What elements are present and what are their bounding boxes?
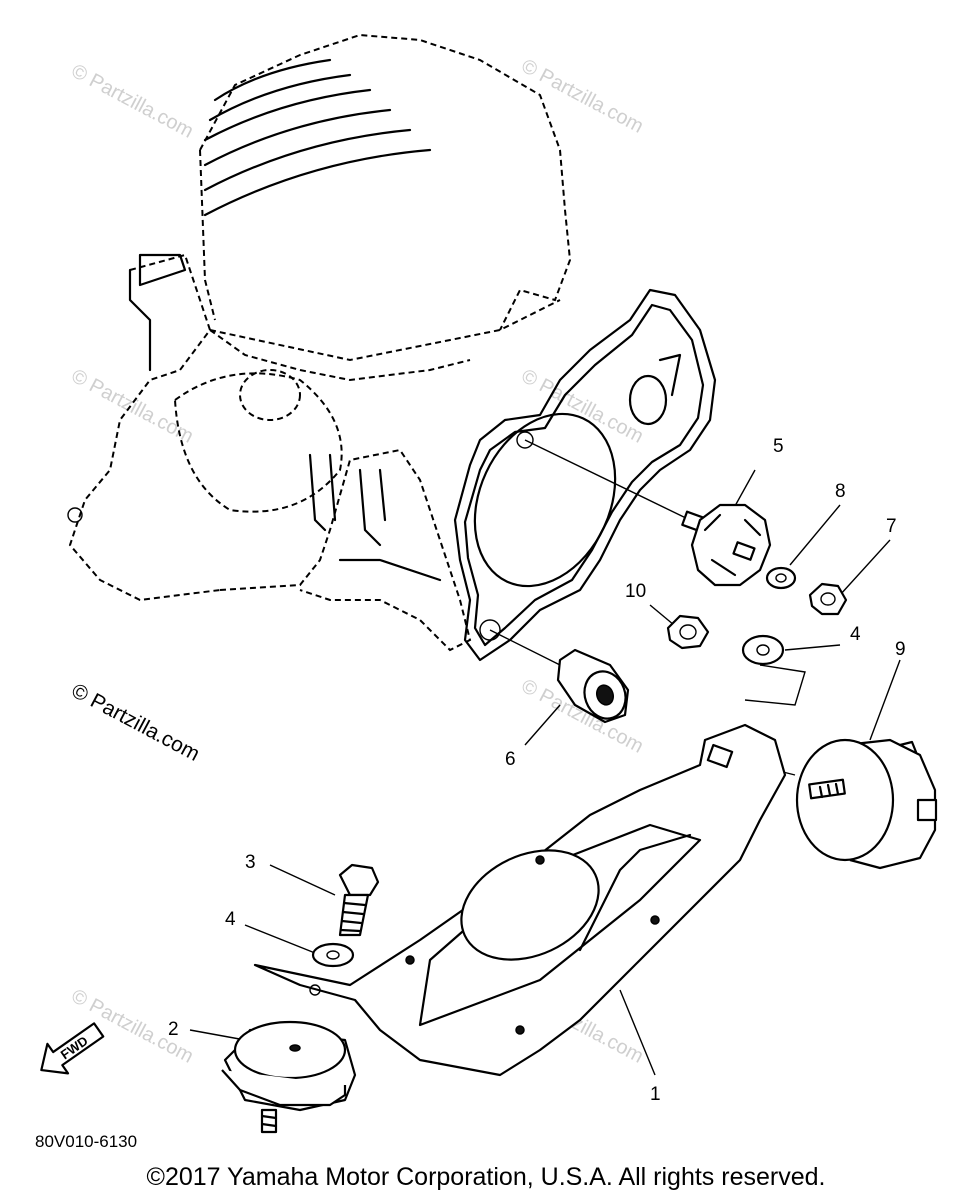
part-2-rubber-mount <box>221 1020 357 1134</box>
watermark: © Partzilla.com <box>518 55 647 138</box>
callout-4-upper: 4 <box>850 624 861 645</box>
fwd-arrow-icon: FWD <box>40 1022 105 1075</box>
callout-9: 9 <box>895 639 906 660</box>
callout-6: 6 <box>505 749 516 770</box>
callout-7: 7 <box>886 516 897 537</box>
part-7-nut <box>808 582 848 616</box>
part-10-nut <box>666 614 710 650</box>
part-1-bracket-plate <box>253 723 787 1077</box>
gasket-plate <box>453 288 717 662</box>
part-5-stud-mount <box>681 503 772 587</box>
watermark: © Partzilla.com <box>68 365 197 448</box>
leader-lines <box>189 439 901 1076</box>
callout-8: 8 <box>835 481 846 502</box>
partzilla-watermark: © Partzilla.com <box>68 679 204 766</box>
callout-1: 1 <box>650 1084 661 1105</box>
part-8-washer <box>765 566 797 590</box>
engine-outline <box>67 33 572 652</box>
part-3-bolt <box>338 863 380 937</box>
callout-10: 10 <box>625 581 646 602</box>
callout-numbers: 5 8 7 10 4 9 6 3 4 2 1 <box>168 436 906 1105</box>
callout-4-lower: 4 <box>225 909 236 930</box>
diagram-code: 80V010-6130 <box>35 1132 137 1151</box>
part-9-rubber-mount <box>795 738 938 870</box>
part-6-bushing <box>556 648 630 724</box>
callout-5: 5 <box>773 436 784 457</box>
part-4-washer-lower <box>311 942 355 968</box>
callout-2: 2 <box>168 1019 179 1040</box>
callout-3: 3 <box>245 852 256 873</box>
copyright-notice: ©2017 Yamaha Motor Corporation, U.S.A. A… <box>147 1163 826 1191</box>
watermark: © Partzilla.com <box>68 60 197 143</box>
part-4-washer-upper <box>741 634 785 666</box>
